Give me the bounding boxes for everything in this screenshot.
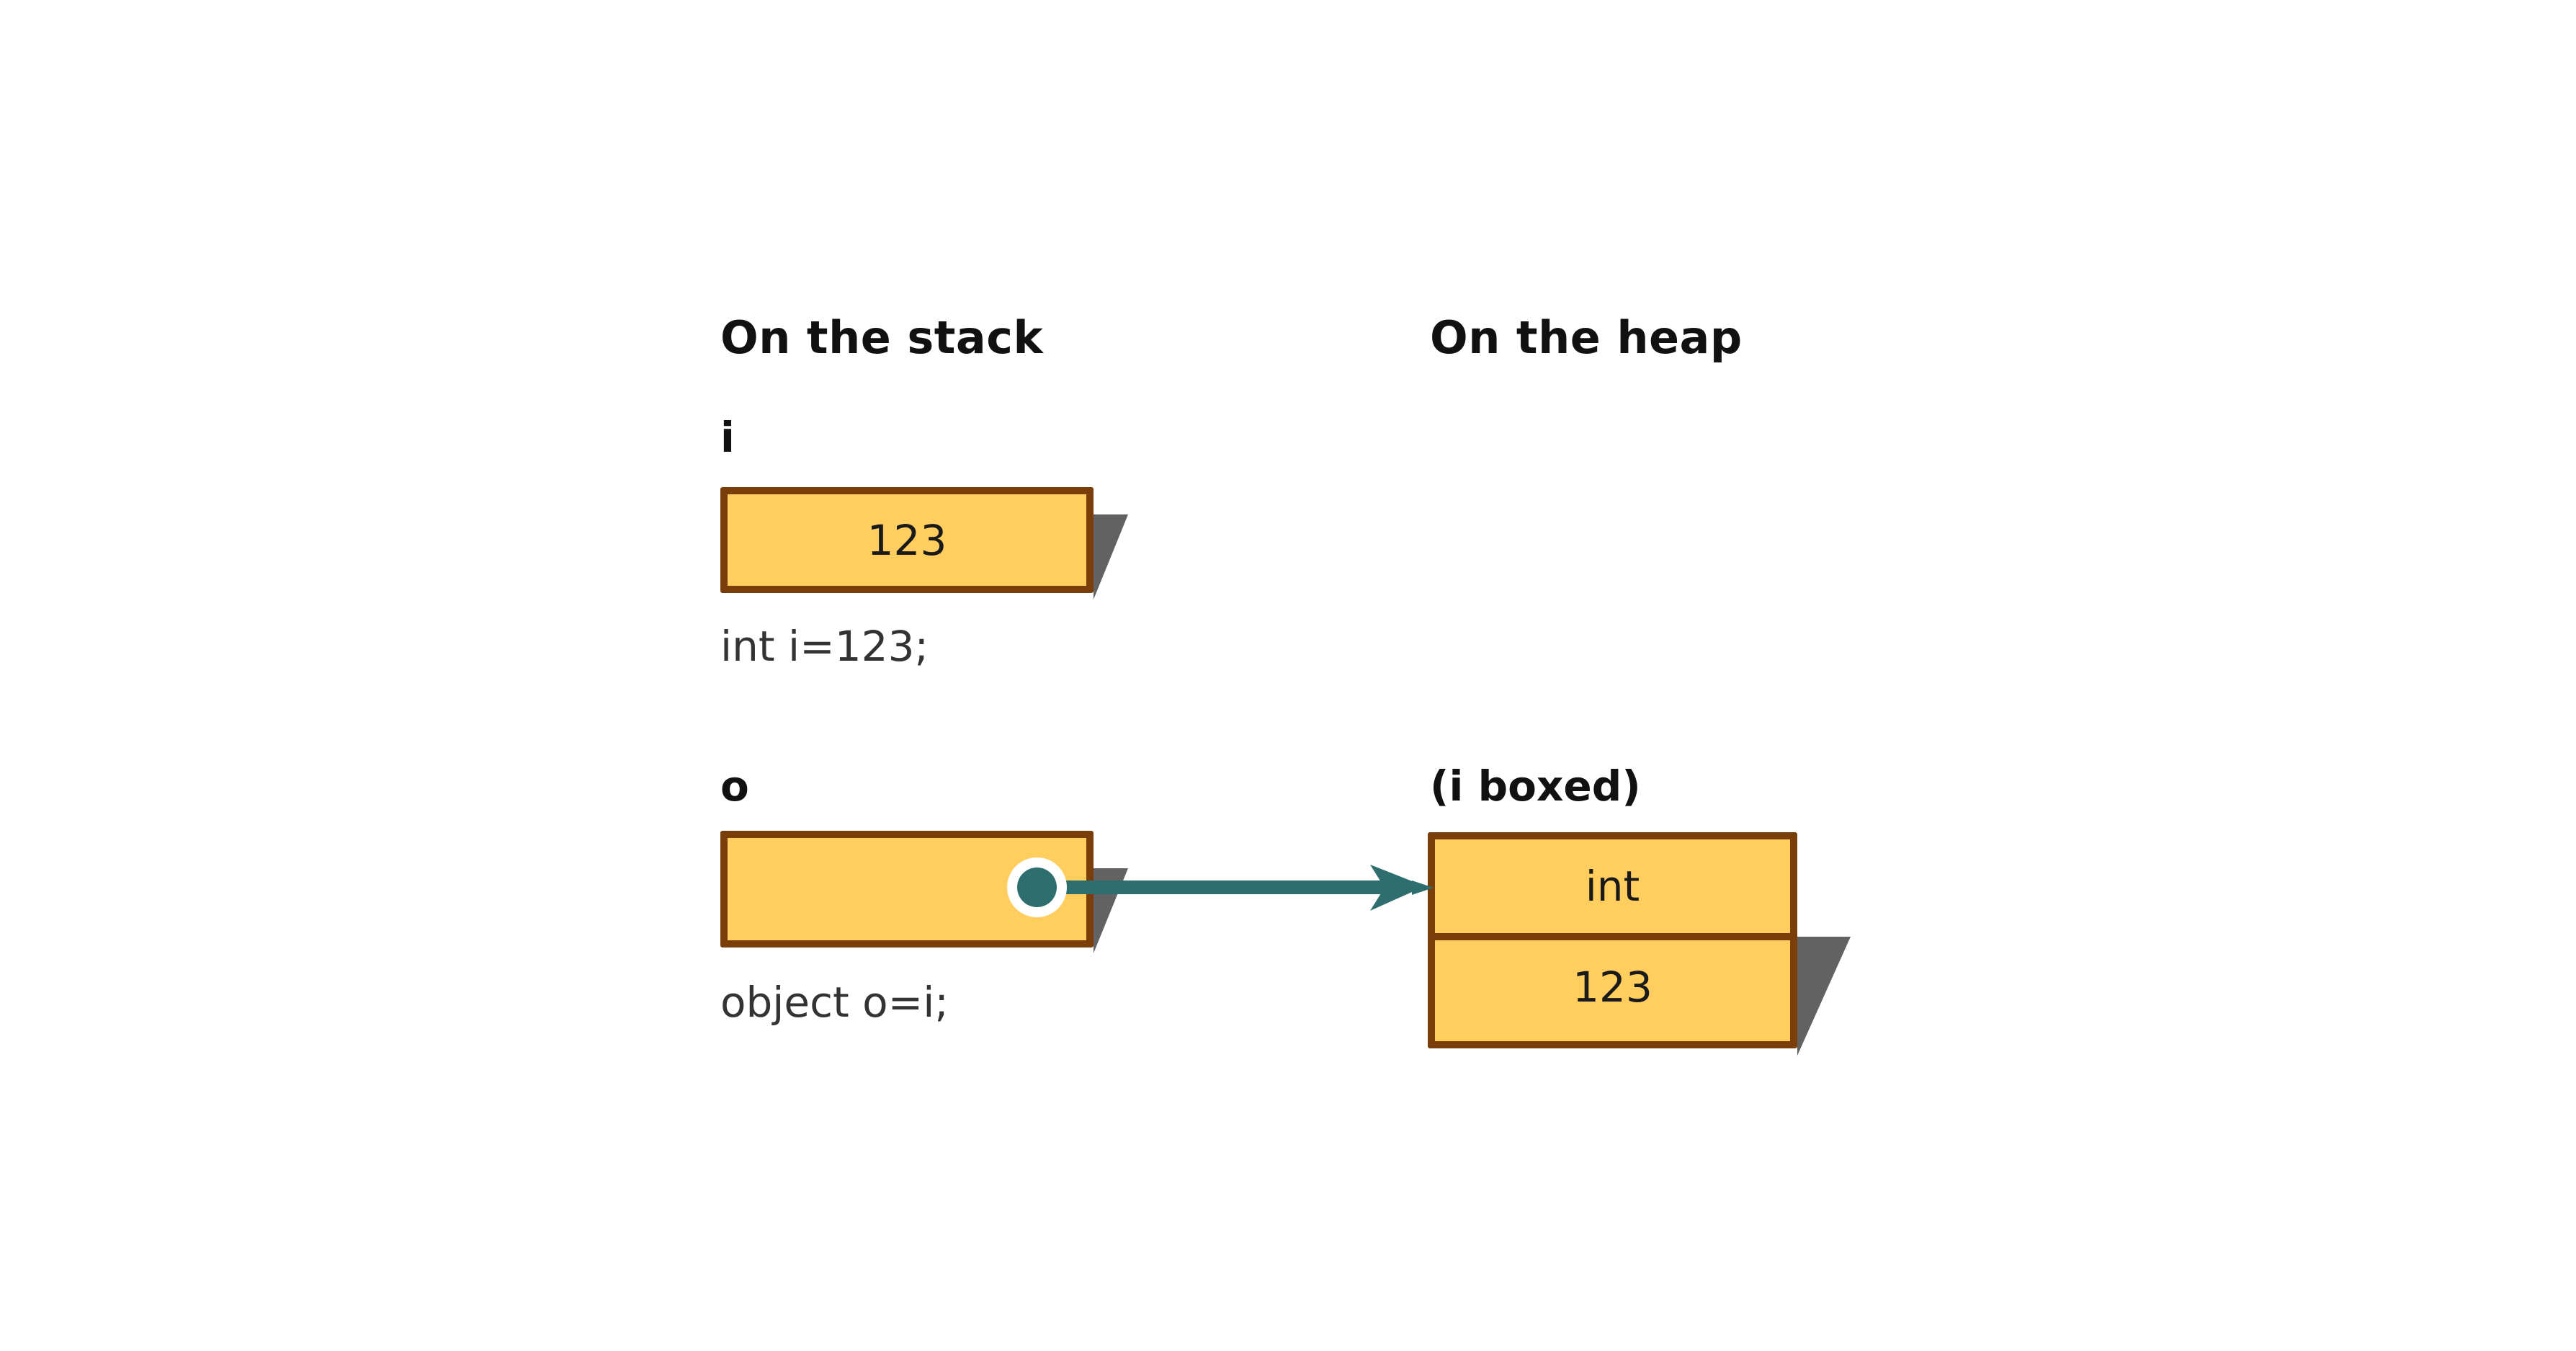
stack-caption-i: int i=123; — [720, 622, 929, 671]
reference-arrow-head-icon — [1369, 850, 1434, 925]
heap-column-heading: On the heap — [1430, 311, 1743, 364]
stack-box-i-value: 123 — [867, 515, 947, 565]
stack-box-i[interactable]: 123 — [720, 487, 1094, 593]
stack-box-i-shadow — [1094, 514, 1128, 599]
heap-box-shadow — [1797, 937, 1851, 1056]
stack-caption-o: object o=i; — [720, 978, 949, 1027]
heap-box-value-cell: 123 — [1573, 963, 1653, 1012]
reference-arrow-origin-dot — [1017, 868, 1057, 907]
stack-variable-label-o: o — [720, 762, 749, 811]
heap-object-label: (i boxed) — [1430, 762, 1641, 811]
reference-arrow-line — [1037, 880, 1397, 894]
heap-box-type-cell: int — [1435, 839, 1790, 940]
heap-box[interactable]: int 123 — [1428, 832, 1797, 1048]
stack-column-heading: On the stack — [720, 311, 1044, 364]
stack-variable-label-i: i — [720, 413, 735, 462]
